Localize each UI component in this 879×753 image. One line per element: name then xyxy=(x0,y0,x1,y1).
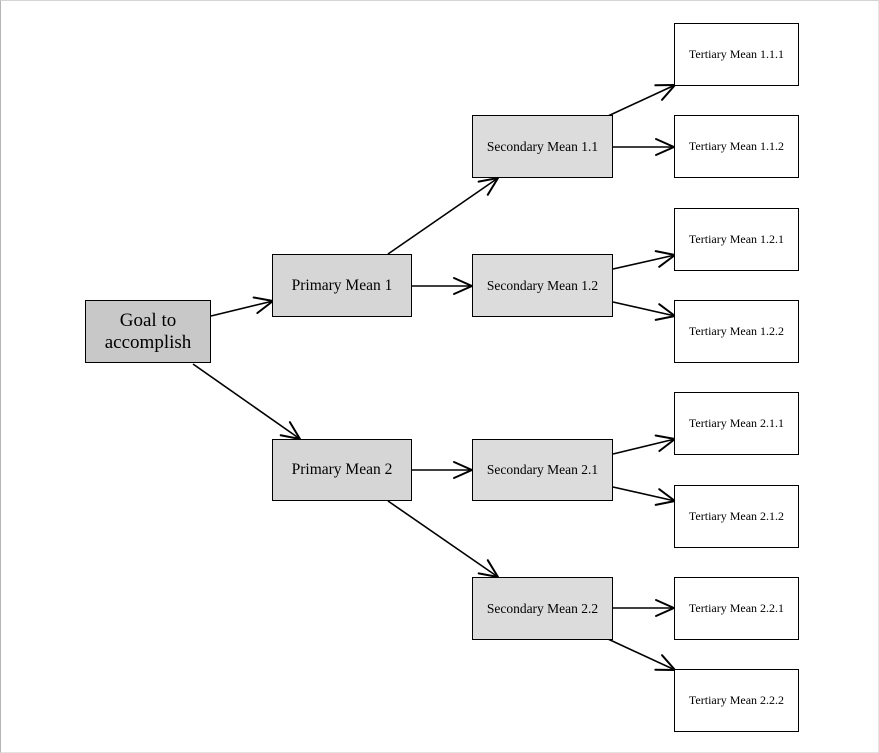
edge-secondary-2-1-to-tertiary-2-1-1 xyxy=(612,434,676,455)
tertiary-mean-1-2-2-label: Tertiary Mean 1.2.2 xyxy=(688,323,785,338)
goal-node: Goal to accomplish xyxy=(85,300,211,363)
primary-mean-2-label: Primary Mean 2 xyxy=(291,461,393,479)
tertiary-mean-1-1-1-label: Tertiary Mean 1.1.1 xyxy=(688,46,785,61)
tertiary-mean-2-1-1-node: Tertiary Mean 2.1.1 xyxy=(674,392,799,455)
secondary-mean-2-1-node: Secondary Mean 2.1 xyxy=(472,439,613,501)
secondary-mean-2-2-node: Secondary Mean 2.2 xyxy=(472,577,613,640)
primary-mean-2-node: Primary Mean 2 xyxy=(272,439,412,501)
tertiary-mean-2-2-1-label: Tertiary Mean 2.2.1 xyxy=(688,600,785,615)
secondary-mean-2-1-label: Secondary Mean 2.1 xyxy=(486,462,599,478)
secondary-mean-1-2-node: Secondary Mean 1.2 xyxy=(472,254,613,317)
edge-primary-1-to-secondary-1-1 xyxy=(387,177,499,255)
goal-label: Goal to accomplish xyxy=(104,309,192,353)
tertiary-mean-2-1-2-node: Tertiary Mean 2.1.2 xyxy=(674,485,799,548)
edge-secondary-1-2-to-tertiary-1-2-1 xyxy=(612,250,676,270)
edge-secondary-1-1-to-tertiary-1-1-1 xyxy=(607,84,676,117)
edge-secondary-2-1-to-tertiary-2-1-2 xyxy=(612,486,676,506)
tertiary-mean-1-1-2-node: Tertiary Mean 1.1.2 xyxy=(674,115,799,178)
edge-goal-to-primary-2 xyxy=(192,363,301,440)
edge-primary-2-to-secondary-2-2 xyxy=(387,500,499,578)
edge-secondary-2-2-to-tertiary-2-2-2 xyxy=(607,638,676,671)
tertiary-mean-1-1-1-node: Tertiary Mean 1.1.1 xyxy=(674,23,799,86)
tertiary-mean-2-2-1-node: Tertiary Mean 2.2.1 xyxy=(674,577,799,640)
tertiary-mean-2-2-2-label: Tertiary Mean 2.2.2 xyxy=(688,692,785,707)
tertiary-mean-1-2-1-node: Tertiary Mean 1.2.1 xyxy=(674,208,799,271)
primary-mean-1-label: Primary Mean 1 xyxy=(291,276,393,294)
secondary-mean-2-2-label: Secondary Mean 2.2 xyxy=(486,600,599,616)
tertiary-mean-1-1-2-label: Tertiary Mean 1.1.2 xyxy=(688,138,785,153)
tertiary-mean-1-2-2-node: Tertiary Mean 1.2.2 xyxy=(674,300,799,363)
secondary-mean-1-1-node: Secondary Mean 1.1 xyxy=(472,115,613,178)
primary-mean-1-node: Primary Mean 1 xyxy=(272,254,412,317)
edge-secondary-1-2-to-tertiary-1-2-2 xyxy=(612,301,676,321)
secondary-mean-1-2-label: Secondary Mean 1.2 xyxy=(486,277,599,293)
secondary-mean-1-1-label: Secondary Mean 1.1 xyxy=(486,138,599,154)
tertiary-mean-2-2-2-node: Tertiary Mean 2.2.2 xyxy=(674,669,799,732)
tertiary-mean-2-1-2-label: Tertiary Mean 2.1.2 xyxy=(688,508,785,523)
tertiary-mean-1-2-1-label: Tertiary Mean 1.2.1 xyxy=(688,231,785,246)
tertiary-mean-2-1-1-label: Tertiary Mean 2.1.1 xyxy=(688,415,785,430)
edge-goal-to-primary-1 xyxy=(210,296,274,317)
